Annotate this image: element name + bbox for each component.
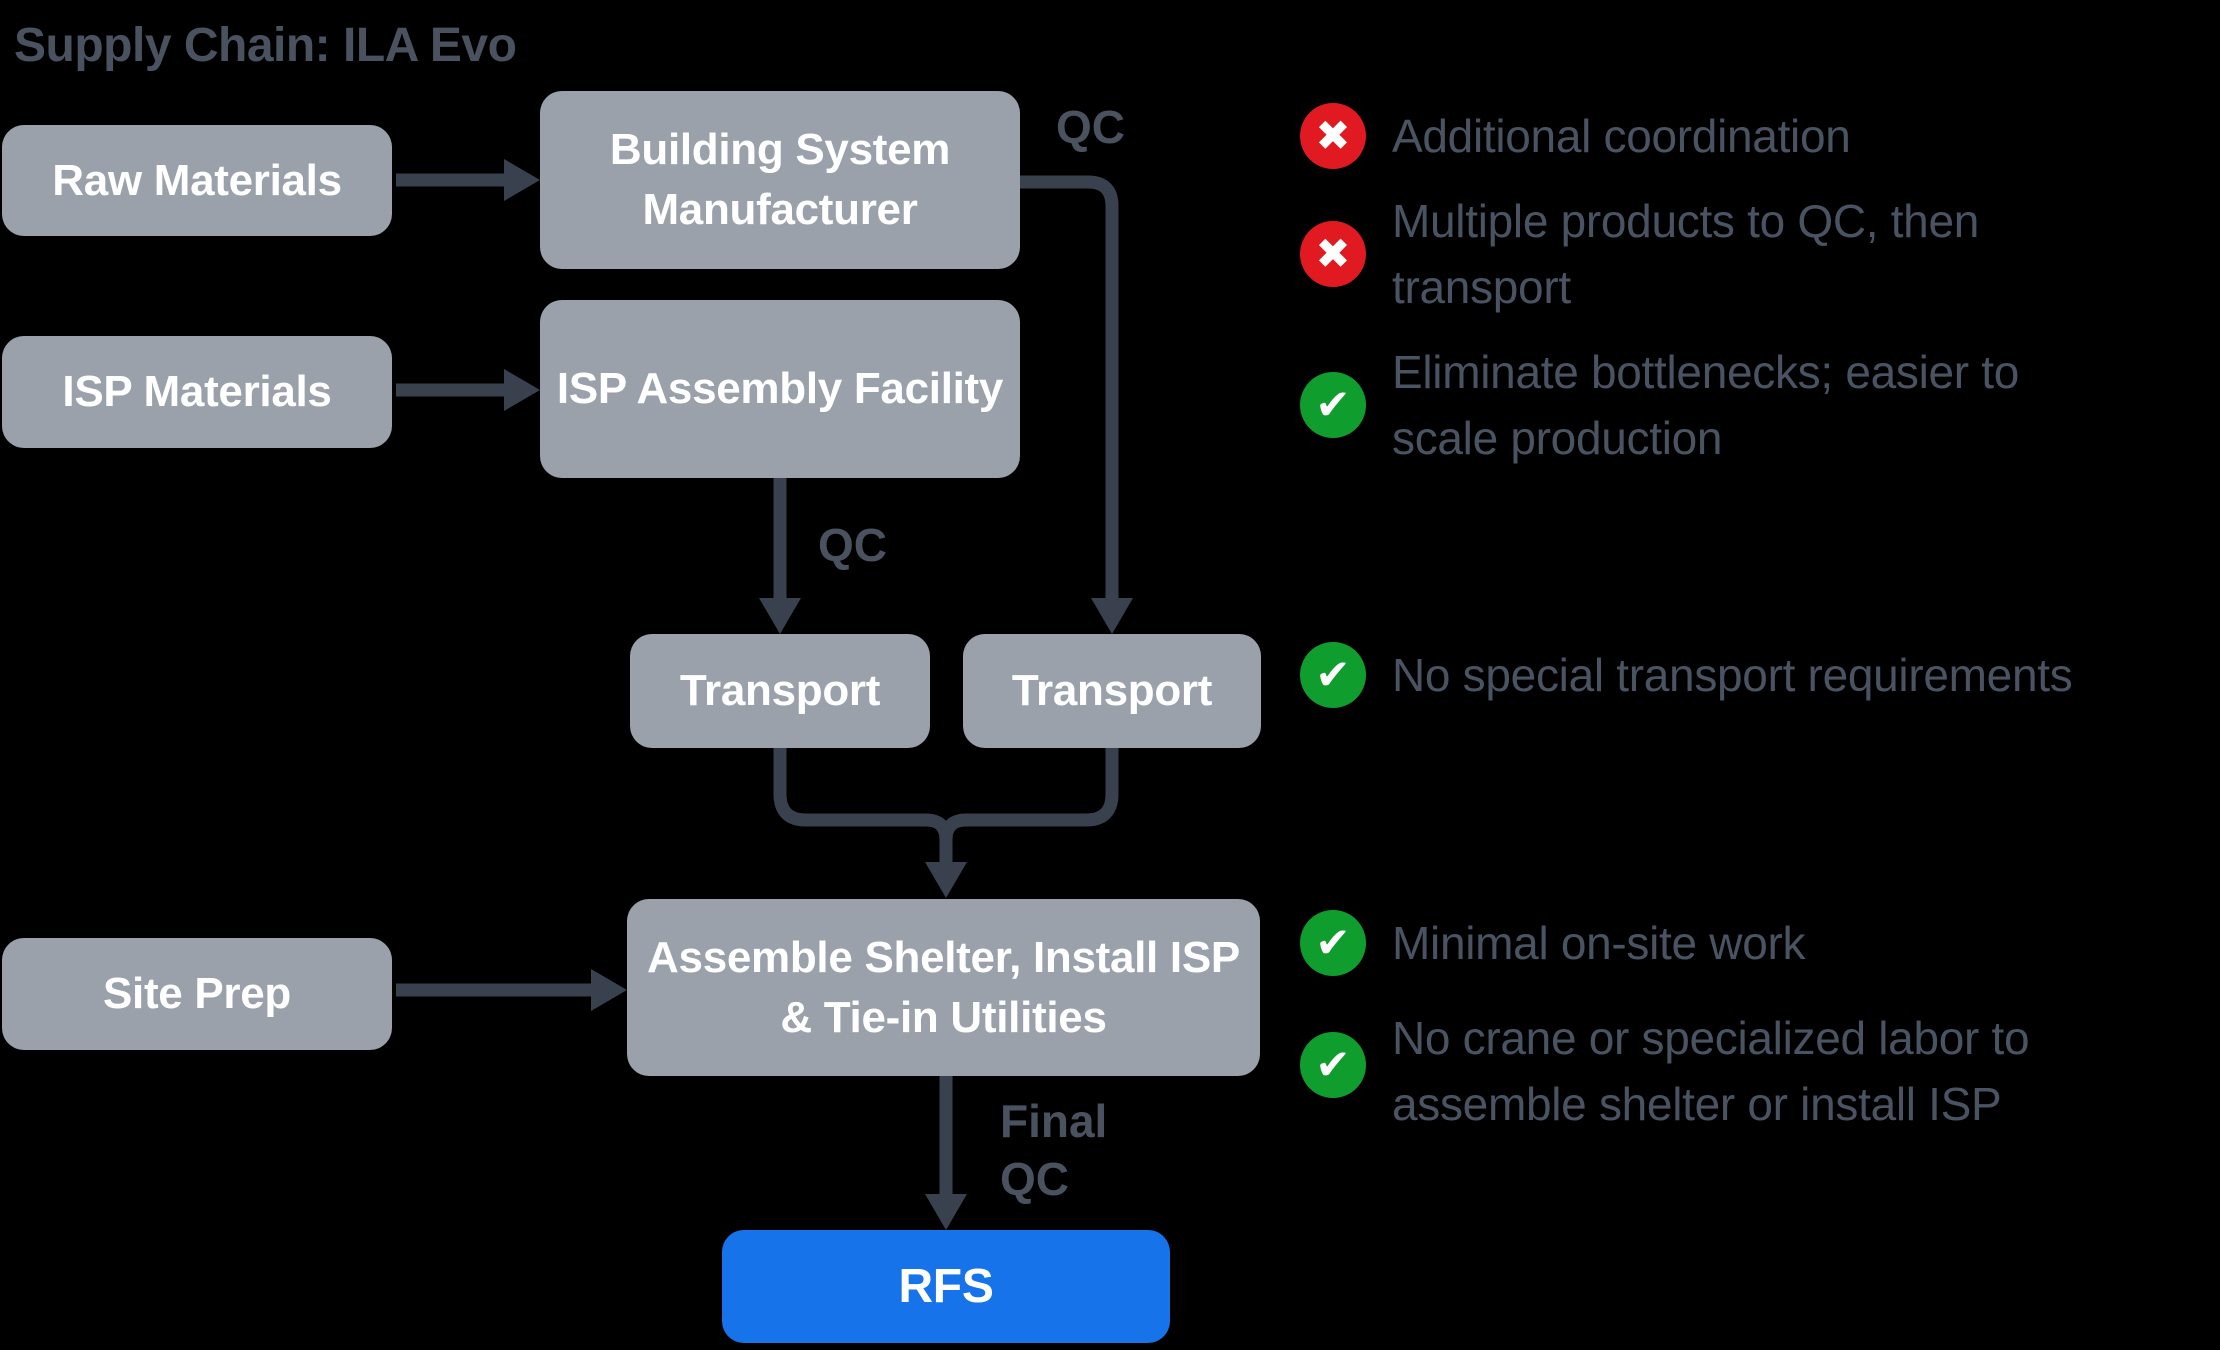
node-isp-materials: ISP Materials — [2, 336, 392, 448]
check-icon: ✔ — [1300, 910, 1366, 976]
node-label: ISP Materials — [62, 367, 332, 416]
arrowhead — [504, 159, 540, 201]
node-assemble-shelter: Assemble Shelter, Install ISP & Tie-in U… — [627, 899, 1260, 1076]
node-rfs: RFS — [722, 1230, 1170, 1343]
annotation-text: Eliminate bottlenecks; easier to scale p… — [1392, 346, 2020, 464]
arrowhead — [925, 862, 967, 898]
arrowhead — [759, 598, 801, 634]
annotation-text: No crane or specialized labor to assembl… — [1392, 1012, 2030, 1130]
final-qc-label: Final QC — [1000, 1095, 1108, 1205]
node-label: Raw Materials — [52, 155, 342, 205]
node-transport-right: Transport — [963, 634, 1261, 748]
node-site-prep: Site Prep — [2, 938, 392, 1050]
node-label: ISP Assembly Facility — [556, 364, 1004, 413]
check-icon: ✔ — [1300, 642, 1366, 708]
diagram-title: Supply Chain: ILA Evo — [14, 19, 517, 72]
check-icon: ✔ — [1300, 1032, 1366, 1098]
arrowhead — [925, 1194, 967, 1230]
edge-bsm-to-transport — [1020, 175, 1119, 598]
x-icon: ✖ — [1300, 221, 1366, 287]
x-icon: ✖ — [1300, 103, 1366, 169]
edge-merge-left — [773, 748, 953, 841]
qc-label-mid: QC — [818, 519, 887, 571]
annotation-text: Minimal on-site work — [1392, 917, 1806, 969]
qc-label-top: QC — [1056, 101, 1125, 153]
node-label: RFS — [898, 1259, 994, 1313]
arrowhead — [504, 369, 540, 411]
annotation-text: Additional coordination — [1392, 110, 1851, 162]
annotation-text: No special transport requirements — [1392, 649, 2073, 701]
annotation-text: Multiple products to QC, then transport — [1392, 195, 1980, 313]
node-isp-assembly-facility: ISP Assembly Facility — [540, 300, 1020, 478]
node-label: Building System Manufacturer — [609, 125, 951, 234]
check-icon: ✔ — [1300, 372, 1366, 438]
node-label: Site Prep — [102, 969, 292, 1018]
node-label: Transport — [1011, 666, 1213, 715]
arrowhead — [1091, 598, 1133, 634]
node-transport-left: Transport — [630, 634, 930, 748]
node-label: Assemble Shelter, Install ISP & Tie-in U… — [647, 932, 1240, 1042]
node-building-system-manufacturer: Building System Manufacturer — [540, 91, 1020, 269]
node-raw-materials: Raw Materials — [2, 125, 392, 236]
arrowhead — [591, 969, 627, 1011]
edge-merge-right — [939, 748, 1119, 841]
node-label: Transport — [679, 666, 881, 715]
